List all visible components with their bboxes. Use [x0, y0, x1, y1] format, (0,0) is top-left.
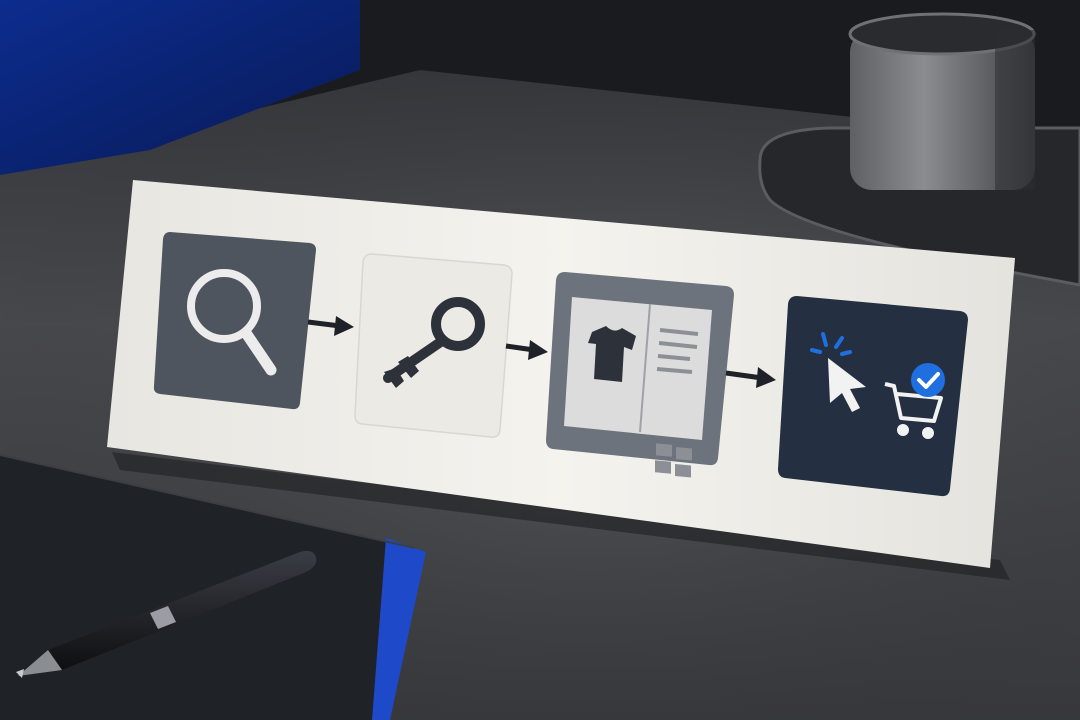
click-sparks-icon [810, 332, 852, 356]
blue-panel [0, 0, 360, 175]
thumbnail-grid-icon [655, 443, 692, 478]
search-icon [187, 269, 277, 376]
key-icon [383, 297, 485, 388]
step-checkout [778, 296, 968, 497]
step-product-page [546, 272, 734, 478]
cup [848, 12, 1036, 190]
arrow-icon [725, 367, 776, 388]
cursor-icon [828, 358, 866, 412]
arrow-icon [505, 340, 548, 360]
arrow-icon [307, 316, 354, 336]
shopping-cart-icon [884, 382, 943, 439]
text-lines-icon [656, 328, 699, 374]
pen [16, 550, 317, 678]
check-badge-icon [911, 363, 945, 397]
step-key [354, 253, 513, 438]
notebook [0, 454, 426, 720]
tshirt-icon [588, 326, 636, 382]
step-search [153, 232, 316, 410]
